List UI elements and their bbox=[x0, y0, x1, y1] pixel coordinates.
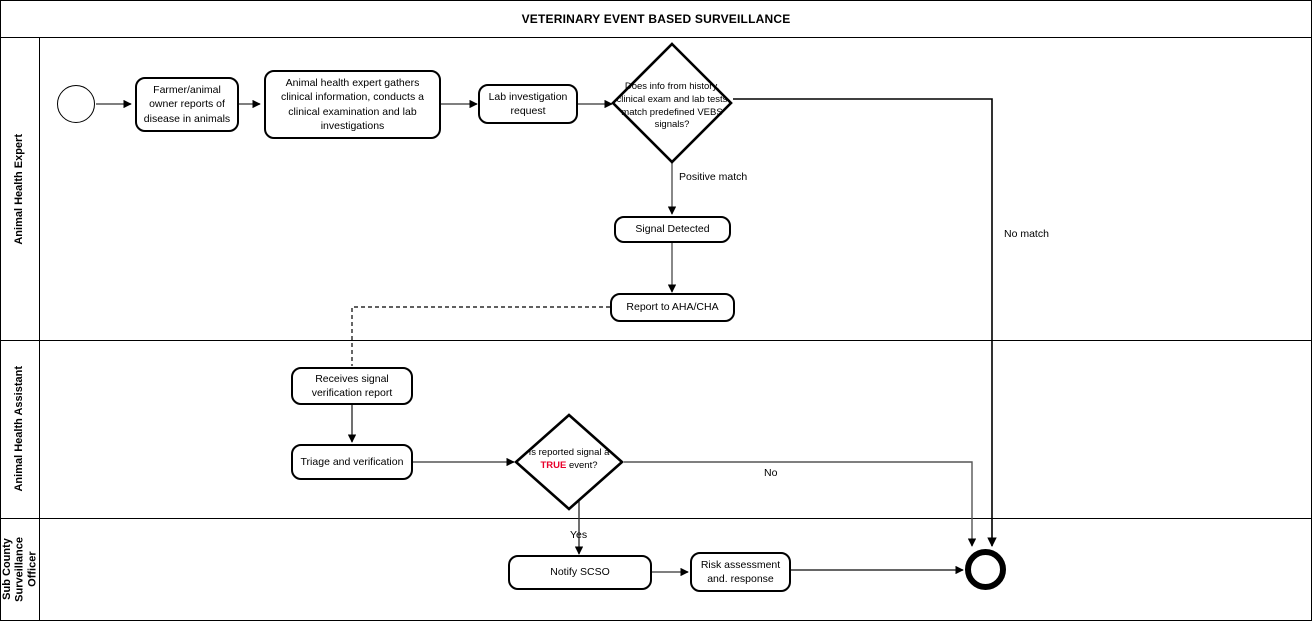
lane-separator-2 bbox=[0, 518, 1312, 519]
diagram-title: VETERINARY EVENT BASED SURVEILLANCE bbox=[521, 11, 791, 26]
task-signal-detected[interactable]: Signal Detected bbox=[614, 216, 731, 243]
task-notify-scso[interactable]: Notify SCSO bbox=[508, 555, 652, 590]
task-expert-gathers-info[interactable]: Animal health expert gathers clinical in… bbox=[264, 70, 441, 139]
lane-label-sub-county-surveillance-officer: Sub County Surveillance Officer bbox=[0, 537, 38, 602]
lane-header-sub-county-surveillance-officer: Sub County Surveillance Officer bbox=[0, 518, 40, 621]
edge-label-no: No bbox=[764, 467, 778, 479]
lane-header-animal-health-expert: Animal Health Expert bbox=[0, 38, 40, 340]
task-farmer-report[interactable]: Farmer/animal owner reports of disease i… bbox=[135, 77, 239, 132]
end-event[interactable] bbox=[965, 549, 1006, 590]
edge-label-yes: Yes bbox=[570, 529, 588, 541]
gateway-vebs-signal-match[interactable]: Does info from history, clinical exam an… bbox=[610, 41, 734, 165]
lane-separator-1 bbox=[0, 340, 1312, 341]
lane-label-animal-health-expert: Animal Health Expert bbox=[13, 133, 26, 245]
diagram-title-bar: VETERINARY EVENT BASED SURVEILLANCE bbox=[0, 0, 1312, 38]
task-risk-assessment-and-response[interactable]: Risk assessment and. response bbox=[690, 552, 791, 592]
start-event[interactable] bbox=[57, 85, 95, 123]
task-receives-signal-verification-report[interactable]: Receives signal verification report bbox=[291, 367, 413, 405]
lane-header-animal-health-assistant: Animal Health Assistant bbox=[0, 340, 40, 518]
edge-label-positive-match: Positive match bbox=[679, 171, 748, 183]
task-lab-investigation-request[interactable]: Lab investigation request bbox=[478, 84, 578, 124]
edge-label-no-match: No match bbox=[1004, 228, 1049, 240]
task-triage-and-verification[interactable]: Triage and verification bbox=[291, 444, 413, 480]
task-report-to-aha-cha[interactable]: Report to AHA/CHA bbox=[610, 293, 735, 322]
gateway-true-event[interactable]: Is reported signal a TRUE event? bbox=[514, 413, 624, 511]
lane-label-animal-health-assistant: Animal Health Assistant bbox=[13, 366, 26, 492]
